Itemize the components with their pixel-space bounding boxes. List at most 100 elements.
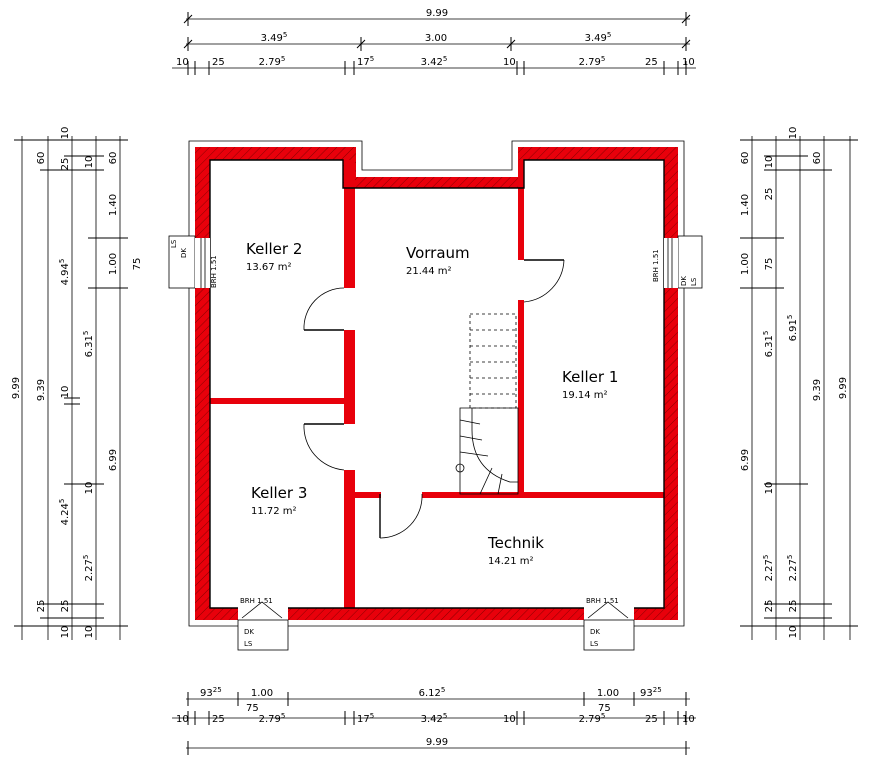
wall-keller2-vorraum-upper — [344, 160, 355, 288]
wall-keller1-upper — [518, 160, 524, 260]
dim-right-outer-1: 9.39 — [812, 379, 823, 401]
svg-text:BRH 1.51: BRH 1.51 — [652, 249, 660, 282]
dim-bot-sub-1: 75 — [598, 703, 611, 714]
dim-right-c1-4: 10 — [764, 482, 775, 495]
building: LS DK BRH 1.51 BRH 1.51 DK LS BRH 1.51 D… — [168, 140, 703, 651]
dim-top-total: 9.99 — [426, 8, 448, 19]
dim-bot-r2-7: 25 — [645, 714, 658, 725]
dim-left-bottom-10a: 10 — [60, 626, 71, 639]
room-area: 19.14 m² — [562, 390, 608, 401]
room-area: 13.67 m² — [246, 262, 292, 273]
dim-top-r3-1: 25 — [212, 57, 225, 68]
dim-right-c2-2: 75 — [764, 258, 775, 271]
room-area: 14.21 m² — [488, 556, 534, 567]
dim-left-c6-0: 10 — [60, 127, 71, 140]
window-bottom-left: BRH 1.51 DK LS — [237, 597, 289, 651]
dim-top-r3-3: 175 — [357, 55, 374, 68]
dim-bot-r2-6: 2.795 — [579, 712, 606, 725]
dim-top-r3-2: 2.795 — [259, 55, 286, 68]
dim-left-c6-2: 75 — [132, 258, 143, 271]
dim-left-c3-2: 10 — [60, 386, 71, 399]
room-area: 21.44 m² — [406, 266, 452, 277]
dim-right-c3-2: 6.915 — [786, 315, 799, 342]
dim-bot-r1-4: 9325 — [640, 686, 662, 699]
dim-left-c4-0: 25 — [60, 158, 71, 171]
svg-text:LS: LS — [244, 640, 253, 648]
svg-text:DK: DK — [590, 628, 600, 636]
dim-top-r3-8: 10 — [682, 57, 695, 68]
room-area: 11.72 m² — [251, 506, 297, 517]
window-right: BRH 1.51 DK LS — [652, 235, 703, 289]
staircase — [455, 313, 519, 495]
window-left: LS DK BRH 1.51 — [168, 235, 218, 289]
wall-vorraum-technik-right — [422, 492, 664, 498]
room-keller-3: Keller 3 11.72 m² — [251, 484, 307, 517]
dim-top-r3-7: 25 — [645, 57, 658, 68]
svg-text:LS: LS — [590, 640, 599, 648]
wall-keller2-keller3 — [210, 398, 345, 404]
room-name: Keller 1 — [562, 368, 618, 386]
dim-right-c2-1: 25 — [764, 188, 775, 201]
dim-left-c5-2: 1.00 — [108, 253, 119, 275]
dim-bot-r2-5: 10 — [503, 714, 516, 725]
room-name: Keller 2 — [246, 240, 302, 258]
dim-bot-r2-0: 10 — [176, 714, 189, 725]
dim-bot-r1-0: 9325 — [200, 686, 222, 699]
room-keller-2: Keller 2 13.67 m² — [246, 240, 302, 273]
svg-text:BRH 1.51: BRH 1.51 — [240, 597, 273, 605]
dim-top-r2-1: 3.00 — [425, 33, 447, 44]
dim-top-r2-0: 3.495 — [261, 31, 288, 44]
dim-right-c3-1: 60 — [812, 152, 823, 165]
dim-left-c6-1: 60 — [108, 152, 119, 165]
svg-text:LS: LS — [690, 277, 698, 286]
dim-left-outer-0: 9.99 — [11, 377, 22, 399]
dim-bot-r2-8: 10 — [682, 714, 695, 725]
wall-vorraum-technik-left — [355, 492, 381, 498]
wall-keller1-lower — [518, 300, 524, 496]
dim-bot-r1-3: 1.00 — [597, 688, 619, 699]
room-name: Technik — [487, 534, 544, 552]
dim-bot-r2-1: 25 — [212, 714, 225, 725]
dim-bot-total: 9.99 — [426, 737, 448, 748]
dim-left-c5-1: 1.40 — [108, 194, 119, 216]
wall-keller2-vorraum-lower — [344, 330, 355, 424]
dim-right-c3-5: 10 — [788, 626, 799, 639]
dim-right-c3-3: 2.275 — [786, 555, 799, 582]
dim-left-c4-3: 25 — [60, 600, 71, 613]
dim-bot-r2-2: 2.795 — [259, 712, 286, 725]
wall-keller3-vorraum — [344, 470, 355, 610]
dim-right-c2-3: 6.315 — [762, 331, 775, 358]
dim-right-c3-0: 10 — [788, 127, 799, 140]
right-dimensions: 9.99 9.39 10 1.40 1.00 6.99 10 60 25 75 … — [740, 127, 858, 640]
dim-top-r3-5: 10 — [503, 57, 516, 68]
svg-text:BRH 1.51: BRH 1.51 — [210, 255, 218, 288]
room-name: Vorraum — [406, 244, 470, 262]
dim-bot-r1-2: 6.125 — [419, 686, 446, 699]
dim-right-c1-0: 10 — [764, 156, 775, 169]
dim-left-c3-0: 60 — [36, 152, 47, 165]
dim-left-c4-2: 2.275 — [82, 555, 95, 582]
left-dimensions: 9.99 9.39 60 4.945 10 4.245 25 25 6.315 … — [11, 127, 143, 640]
dim-top-r2-2: 3.495 — [585, 31, 612, 44]
dim-right-c1-3: 6.99 — [740, 449, 751, 471]
dim-top-r3-4: 3.425 — [421, 55, 448, 68]
dim-right-c2-4: 2.275 — [762, 555, 775, 582]
dim-top-r3-6: 2.795 — [579, 55, 606, 68]
dim-right-outer-0: 9.99 — [838, 377, 849, 399]
bottom-dimensions: 9325 1.00 6.125 1.00 9325 75 75 10 25 2.… — [172, 686, 696, 755]
svg-text:BRH 1.51: BRH 1.51 — [586, 597, 619, 605]
dim-left-c5-0: 10 — [84, 156, 95, 169]
dim-bot-r2-3: 175 — [357, 712, 374, 725]
dim-bot-r2-4: 3.425 — [421, 712, 448, 725]
dim-bot-r1-1: 1.00 — [251, 688, 273, 699]
dim-top-r3-0: 10 — [176, 57, 189, 68]
room-vorraum: Vorraum 21.44 m² — [406, 244, 470, 277]
dim-right-c2-0: 60 — [740, 152, 751, 165]
dim-left-c5-3: 6.99 — [108, 449, 119, 471]
dim-left-c3-1: 4.945 — [58, 259, 71, 286]
dim-right-c2-5: 25 — [764, 600, 775, 613]
doors — [303, 259, 565, 539]
room-technik: Technik 14.21 m² — [487, 534, 544, 567]
svg-text:DK: DK — [244, 628, 254, 636]
svg-text:LS: LS — [170, 239, 178, 248]
